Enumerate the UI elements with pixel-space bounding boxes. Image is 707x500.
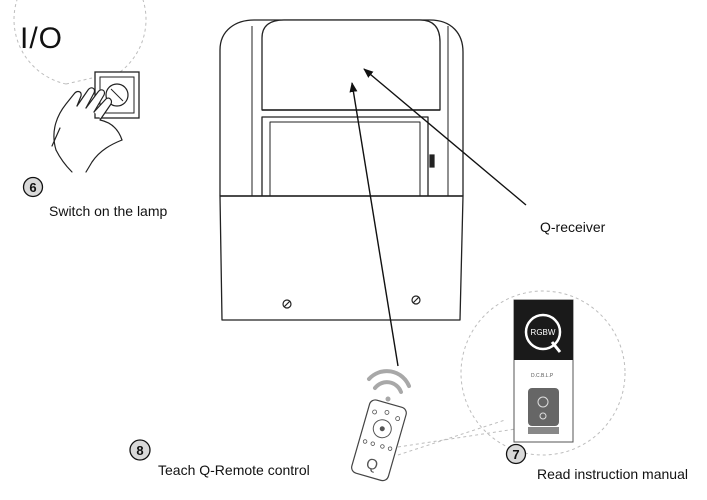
lamp-screws [282,154,435,309]
manual-logo-text: RGBW [531,328,556,337]
step-6-label: Switch on the lamp [49,203,168,219]
switch-zoom-bubble [13,0,147,85]
wifi-signal-icon [367,369,411,402]
step-6-badge: 6 [22,176,44,198]
q-receiver-arrow [363,68,527,206]
manual-zoom-bubble [397,290,626,456]
remote-control-icon: Q [351,399,407,482]
remote-signal-arrow [349,82,399,367]
step-7-label: Read instruction manual [537,466,688,482]
step-6-number: 6 [29,180,36,195]
hand-icon [51,87,123,173]
step-7-badge: 7 [505,443,527,465]
manual-code-text: D.C.B.L.P [531,373,554,379]
wall-lamp [219,19,464,321]
step-8-number: 8 [136,443,143,458]
q-receiver-label: Q-receiver [540,219,606,235]
step-7-number: 7 [512,447,519,462]
step-8-label: Teach Q-Remote control [158,462,310,478]
step-8-badge: 8 [129,439,151,461]
io-label: I/O [20,22,64,55]
svg-text:Q: Q [364,455,380,475]
instruction-manual: RGBW D.C.B.L.P [513,299,574,443]
